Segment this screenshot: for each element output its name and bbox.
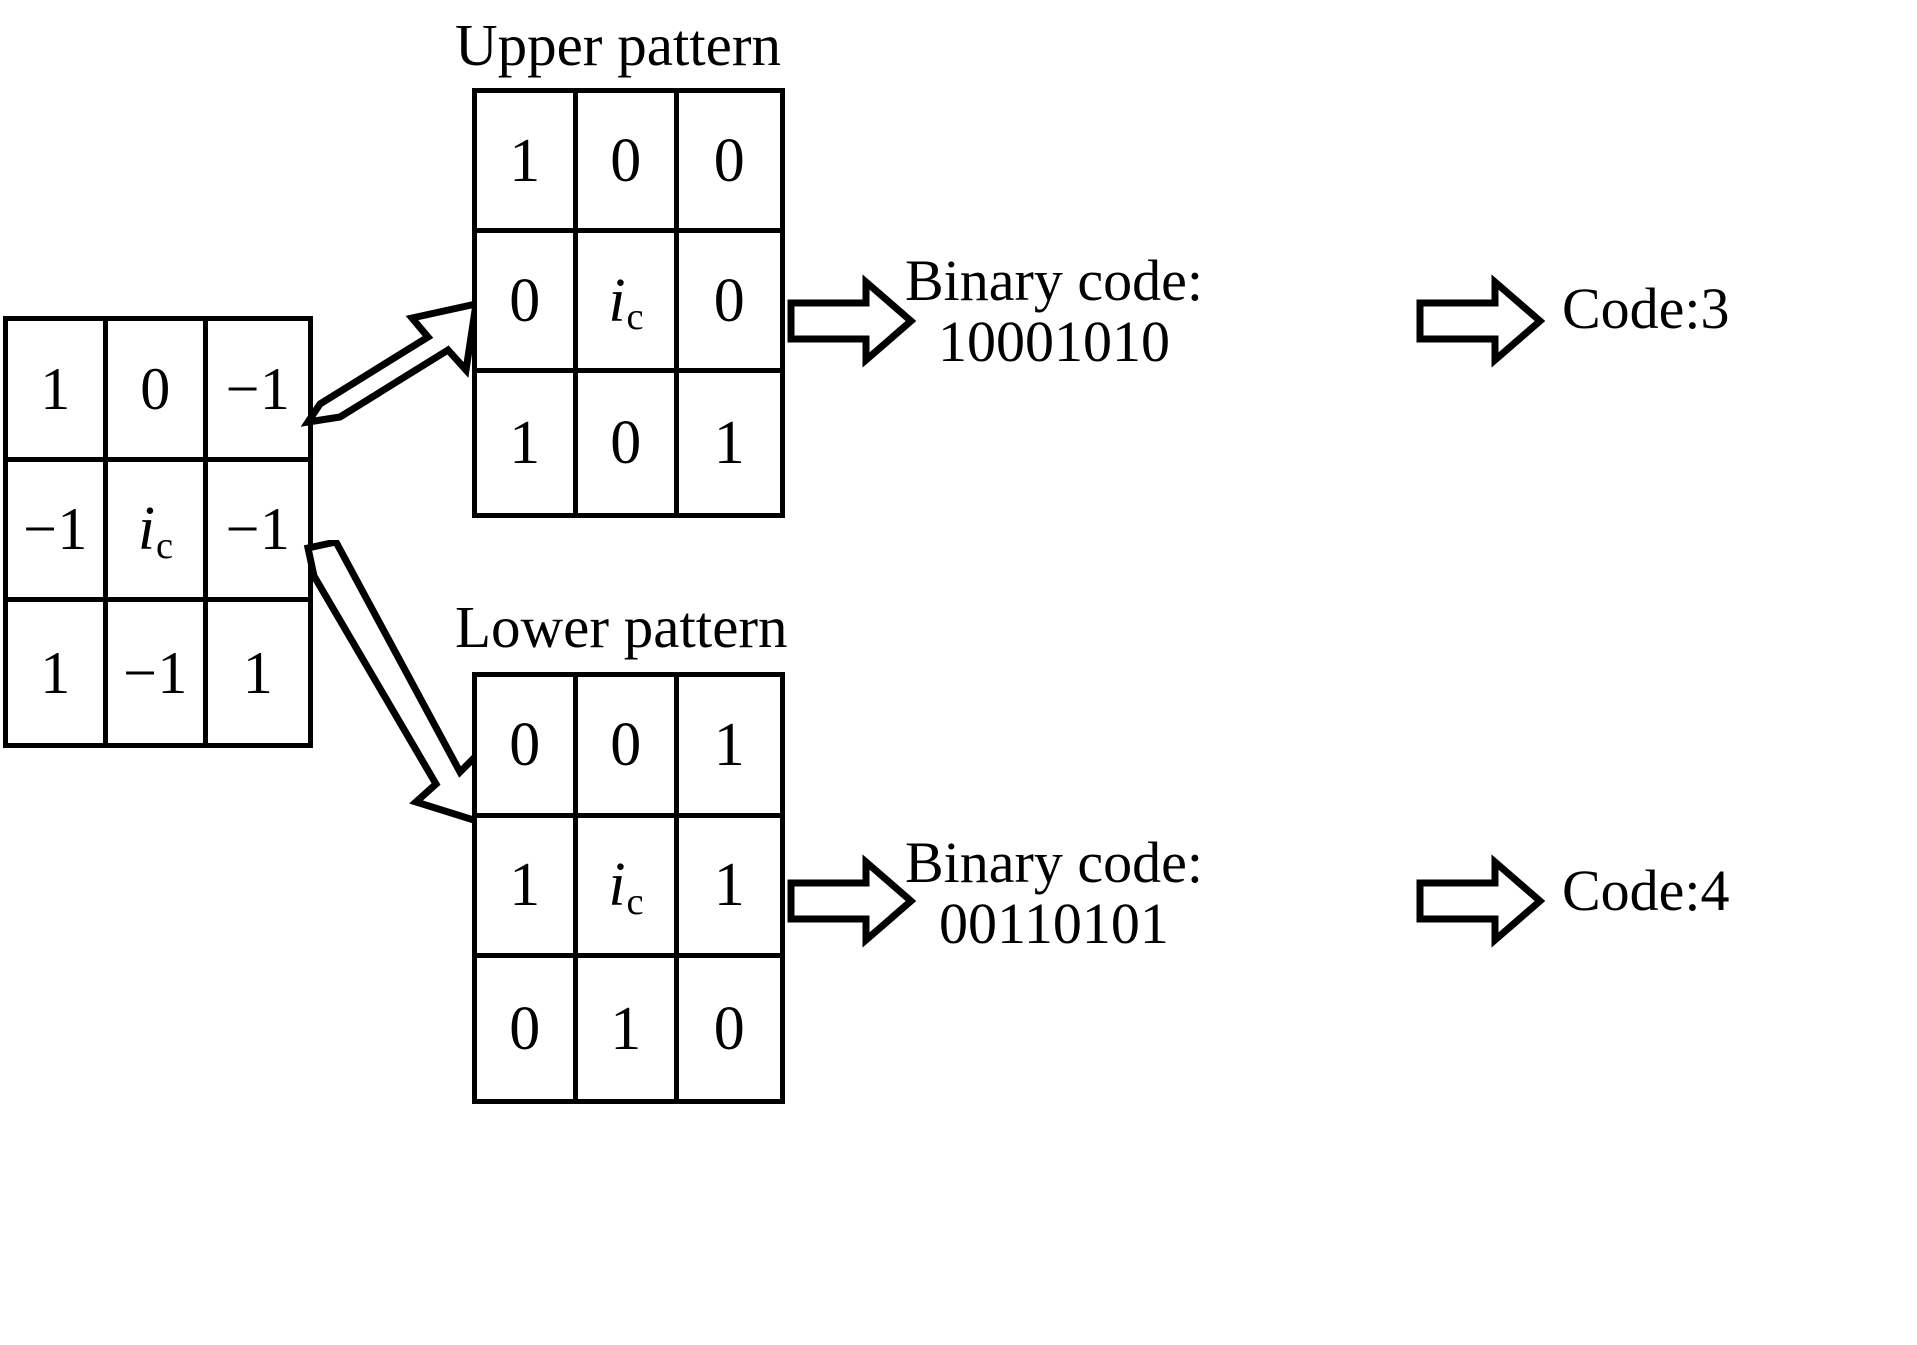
upper-pattern-grid: 1 0 0 0 ic 0 1 0 1: [472, 88, 785, 518]
source-cell-r2c1: −1: [108, 602, 208, 743]
lower-cell-r1c0: 1: [477, 817, 578, 959]
source-neighborhood-grid: 1 0 −1 −1 ic −1 1 −1 1: [3, 316, 313, 748]
lower-binary-code-text: Binary code: 00110101: [905, 832, 1203, 955]
hollow-arrow-up-right-icon: [300, 300, 490, 430]
source-cell-r2c2: 1: [242, 639, 274, 706]
source-cell-r1c2: −1: [208, 462, 308, 603]
lower-cell-r1c2: 1: [679, 818, 780, 959]
source-cell-r1c0: −1: [8, 461, 108, 603]
upper-binary-code-text: Binary code: 10001010: [905, 250, 1203, 373]
lower-cell-r1c1-center: ic: [578, 817, 679, 959]
lower-cell-r0c0: 0: [477, 677, 578, 818]
upper-binary-label: Binary code:: [905, 248, 1203, 313]
center-pixel-symbol: ic: [608, 266, 645, 338]
lower-cell-r2c2: 0: [713, 994, 746, 1063]
center-pixel-symbol: ic: [137, 495, 174, 567]
upper-cell-r1c1-center: ic: [578, 233, 679, 373]
lower-code-output: Code:4: [1562, 858, 1730, 923]
source-cell-r0c1: 0: [108, 321, 208, 462]
source-cell-r0c2: −1: [208, 321, 308, 462]
lower-cell-r0c1: 0: [578, 677, 679, 818]
source-cell-r2c0: 1: [8, 602, 108, 743]
lower-binary-value: 00110101: [939, 891, 1169, 957]
lower-cell-r0c2: 1: [679, 677, 780, 818]
upper-pattern-caption: Upper pattern: [455, 12, 781, 78]
upper-cell-r0c2: 0: [679, 93, 780, 233]
upper-cell-r2c0: 1: [477, 373, 578, 513]
source-cell-r1c1-center: ic: [108, 461, 208, 603]
upper-cell-r0c0: 1: [477, 93, 578, 233]
lower-cell-r2c1: 1: [578, 958, 679, 1099]
upper-cell-r0c1: 0: [578, 93, 679, 233]
upper-code-output: Code:3: [1562, 276, 1730, 341]
hollow-arrow-right-icon: [1415, 272, 1545, 370]
lower-pattern-caption: Lower pattern: [455, 594, 788, 660]
upper-binary-value: 10001010: [937, 309, 1170, 375]
upper-cell-r1c0: 0: [477, 233, 578, 373]
source-cell-r0c0: 1: [8, 321, 108, 462]
hollow-arrow-down-right-icon: [300, 540, 500, 830]
lower-binary-label: Binary code:: [905, 830, 1203, 895]
upper-cell-r1c2: 0: [679, 233, 780, 373]
upper-cell-r2c1: 0: [578, 373, 679, 513]
hollow-arrow-right-icon: [786, 272, 916, 370]
center-pixel-symbol: ic: [608, 851, 645, 923]
upper-cell-r2c2: 1: [713, 409, 746, 477]
lower-cell-r2c0: 0: [477, 958, 578, 1099]
hollow-arrow-right-icon: [1415, 852, 1545, 950]
hollow-arrow-right-icon: [786, 852, 916, 950]
lower-pattern-grid: 0 0 1 1 ic 1 0 1 0: [472, 672, 785, 1104]
